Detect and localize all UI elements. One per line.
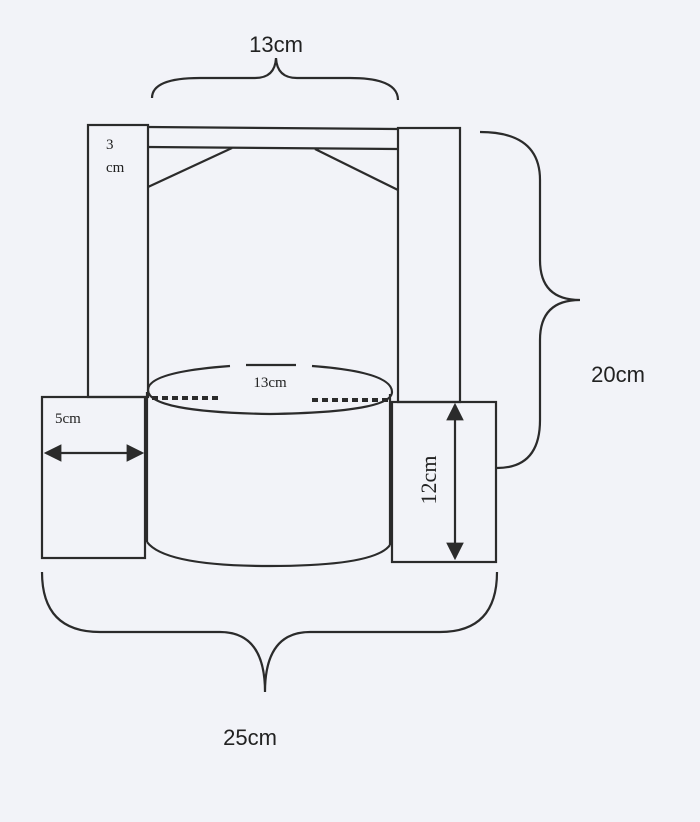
- cylinder-sides: [145, 392, 392, 545]
- side-box-width-label: 5cm: [55, 411, 81, 427]
- right-post: [396, 126, 462, 404]
- left-diagonal: [147, 147, 233, 188]
- total-width-label: 25cm: [223, 725, 277, 750]
- cylinder-top-ellipse: [146, 364, 394, 416]
- right-side-box: [390, 400, 498, 564]
- ellipse-diameter-label: 13cm: [253, 375, 287, 391]
- right-brace: [479, 130, 581, 470]
- post-width-label-number: 3: [106, 137, 114, 153]
- top-bar: [147, 125, 399, 151]
- bottom-brace: [40, 571, 499, 693]
- left-side-box: [40, 395, 147, 560]
- side-box-height-label: 12cm: [416, 456, 441, 505]
- total-height-label: 20cm: [591, 362, 645, 387]
- cylinder-bottom-arc: [146, 541, 391, 568]
- top-brace: [150, 57, 400, 101]
- top-width-label: 13cm: [249, 32, 303, 57]
- post-width-label-unit: cm: [106, 160, 125, 176]
- right-diagonal: [314, 148, 399, 191]
